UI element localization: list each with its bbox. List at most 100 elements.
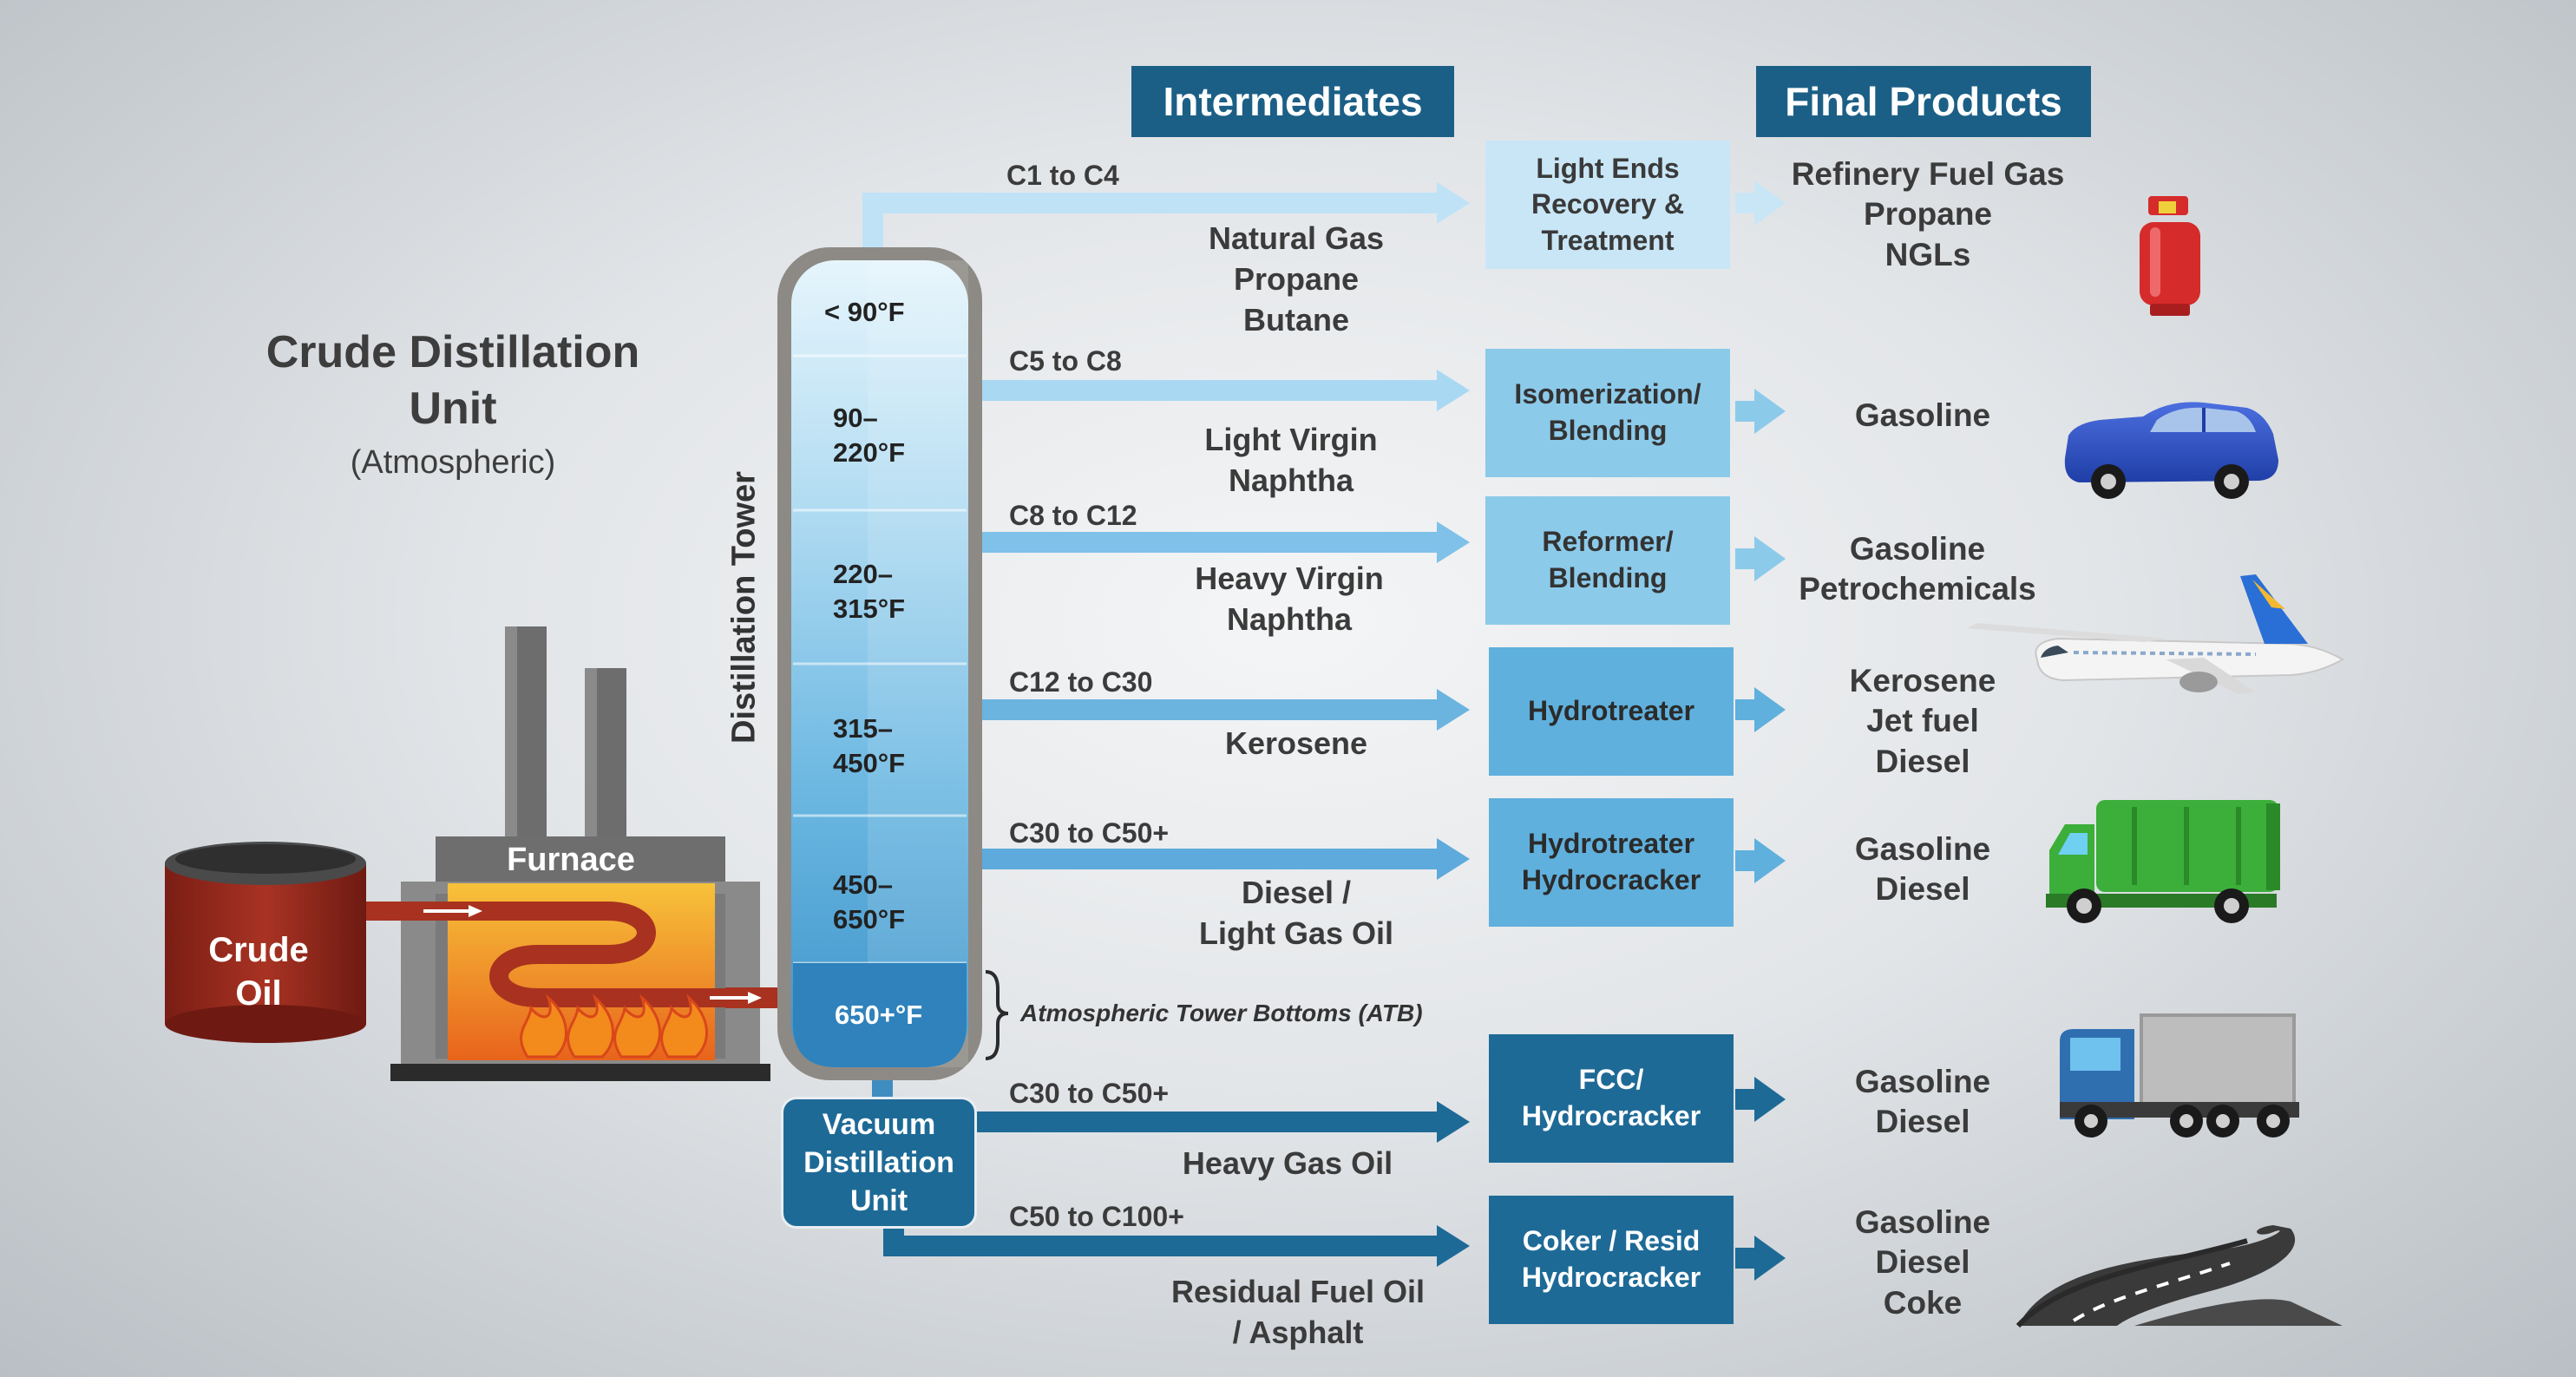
temp-line-1: 315– bbox=[833, 713, 893, 744]
final-product-line: Gasoline bbox=[1854, 1064, 1991, 1099]
crude-oil-line-2: Oil bbox=[235, 974, 282, 1013]
intermediate-line: Light Gas Oil bbox=[1198, 915, 1394, 951]
temp-line-1: 220– bbox=[833, 559, 893, 589]
final-product-line: Diesel bbox=[1875, 1244, 1970, 1281]
intermediate-line: Kerosene bbox=[1224, 725, 1368, 761]
process-line: Hydrocracker bbox=[1521, 1100, 1701, 1131]
final-product-line: Diesel bbox=[1875, 871, 1970, 908]
temp-line-1: 450– bbox=[833, 869, 893, 900]
vdu-line-3: Unit bbox=[849, 1184, 908, 1218]
process-box: Hydrotreater bbox=[1489, 647, 1734, 776]
carbon-range-label: C8 to C12 bbox=[1009, 500, 1137, 531]
final-product-line: Diesel bbox=[1875, 1104, 1970, 1140]
process-line: Recovery & bbox=[1531, 188, 1685, 220]
temp-line-2: 220°F bbox=[833, 437, 906, 469]
furnace bbox=[364, 836, 779, 1081]
carbon-range-label: C30 to C50+ bbox=[1009, 817, 1170, 849]
process-box: FCC/Hydrocracker bbox=[1489, 1034, 1734, 1163]
intermediate-line: Light Virgin bbox=[1204, 422, 1378, 457]
crude-oil-tank bbox=[165, 842, 366, 1043]
process-line: Reformer/ bbox=[1542, 526, 1674, 558]
temp-label: 90– 220°F bbox=[833, 401, 905, 471]
intermediate-line: Butane bbox=[1242, 301, 1350, 338]
intermediate-line: Heavy Gas Oil bbox=[1182, 1145, 1393, 1181]
final-product-line: Gasoline bbox=[1854, 1204, 1991, 1240]
crude-oil-label: Crude Oil bbox=[208, 928, 309, 1015]
temp-line-2: 315°F bbox=[833, 593, 906, 625]
final-product-line: Kerosene bbox=[1849, 663, 1996, 698]
dark-stream-arrows bbox=[872, 1066, 1470, 1267]
intermediate-line: Naphtha bbox=[1228, 462, 1354, 498]
process-line: Hydrocracker bbox=[1521, 864, 1701, 895]
box-truck-icon bbox=[2060, 1013, 2299, 1138]
temp-label: 315– 450°F bbox=[833, 711, 905, 782]
temp-line-1: < 90°F bbox=[824, 297, 905, 327]
road-icon bbox=[2016, 1225, 2343, 1328]
intermediate-line: Heavy Virgin bbox=[1195, 561, 1384, 596]
temp-line-2: 450°F bbox=[833, 748, 906, 779]
final-products-header: Final Products bbox=[1756, 66, 2091, 137]
light-stream-arrows bbox=[862, 182, 1470, 411]
atb-label: Atmospheric Tower Bottoms (ATB) bbox=[1020, 1000, 1423, 1026]
final-product-line: Refinery Fuel Gas bbox=[1791, 156, 2065, 192]
final-product-line: Gasoline bbox=[1849, 531, 1986, 567]
final-product-label: Gasoline bbox=[1855, 396, 1990, 436]
gas-cylinder-icon bbox=[2140, 196, 2200, 316]
intermediate-line: / Asphalt bbox=[1232, 1314, 1364, 1350]
intermediate-label: Residual Fuel Oil / Asphalt bbox=[1171, 1272, 1425, 1354]
temp-line-1: 650+°F bbox=[835, 1000, 923, 1030]
intermediate-label: Heavy Gas Oil bbox=[1183, 1144, 1393, 1184]
final-product-line: Gasoline bbox=[1854, 397, 1991, 433]
carbon-range-label: C1 to C4 bbox=[1006, 160, 1119, 191]
intermediate-label: Diesel / Light Gas Oil bbox=[1199, 873, 1393, 954]
temp-label: 650+°F bbox=[835, 998, 922, 1033]
title-line-1: Crude Distillation bbox=[265, 327, 640, 377]
final-product-line: Jet fuel bbox=[1866, 703, 1979, 739]
temp-line-1: 90– bbox=[833, 403, 878, 433]
process-line: Blending bbox=[1548, 415, 1668, 446]
vdu-line-1: Vacuum bbox=[822, 1107, 936, 1141]
diagram-title: Crude Distillation Unit (Atmospheric) bbox=[266, 325, 639, 484]
intermediate-line: Propane bbox=[1233, 260, 1360, 297]
mid-stream-arrows bbox=[930, 521, 1470, 880]
temp-label: < 90°F bbox=[824, 295, 905, 330]
crude-oil-line-1: Crude bbox=[208, 931, 309, 969]
carbon-range-label: C12 to C30 bbox=[1009, 666, 1153, 698]
process-line: Coker / Resid bbox=[1522, 1225, 1701, 1257]
intermediates-header: Intermediates bbox=[1131, 66, 1454, 137]
process-line: Treatment bbox=[1541, 224, 1675, 256]
intermediate-line: Natural Gas bbox=[1208, 220, 1385, 256]
temp-label: 220– 315°F bbox=[833, 557, 905, 627]
process-box: Reformer/Blending bbox=[1485, 496, 1730, 625]
furnace-label: Furnace bbox=[507, 842, 635, 878]
carbon-range-label: C30 to C50+ bbox=[1009, 1078, 1170, 1109]
process-line: Light Ends bbox=[1536, 152, 1680, 184]
temp-line-2: 650°F bbox=[833, 904, 906, 935]
intermediate-line: Diesel / bbox=[1241, 875, 1352, 910]
intermediate-line: Residual Fuel Oil bbox=[1170, 1274, 1426, 1309]
intermediate-line: Naphtha bbox=[1226, 600, 1352, 637]
process-line: Hydrocracker bbox=[1521, 1262, 1701, 1293]
process-line: Isomerization/ bbox=[1514, 378, 1701, 410]
garbage-truck-icon bbox=[2046, 800, 2280, 923]
temp-label: 450– 650°F bbox=[833, 868, 905, 938]
final-product-line: Petrochemicals bbox=[1799, 571, 2036, 607]
carbon-range-label: C5 to C8 bbox=[1009, 345, 1122, 377]
distillation-tower bbox=[777, 247, 1009, 1080]
title-subtitle: (Atmospheric) bbox=[350, 444, 556, 481]
carbon-range-label: C50 to C100+ bbox=[1009, 1201, 1184, 1232]
final-product-line: Gasoline bbox=[1854, 831, 1991, 867]
distillation-tower-label: Distillation Tower bbox=[725, 471, 763, 744]
process-box: Isomerization/Blending bbox=[1485, 349, 1730, 477]
